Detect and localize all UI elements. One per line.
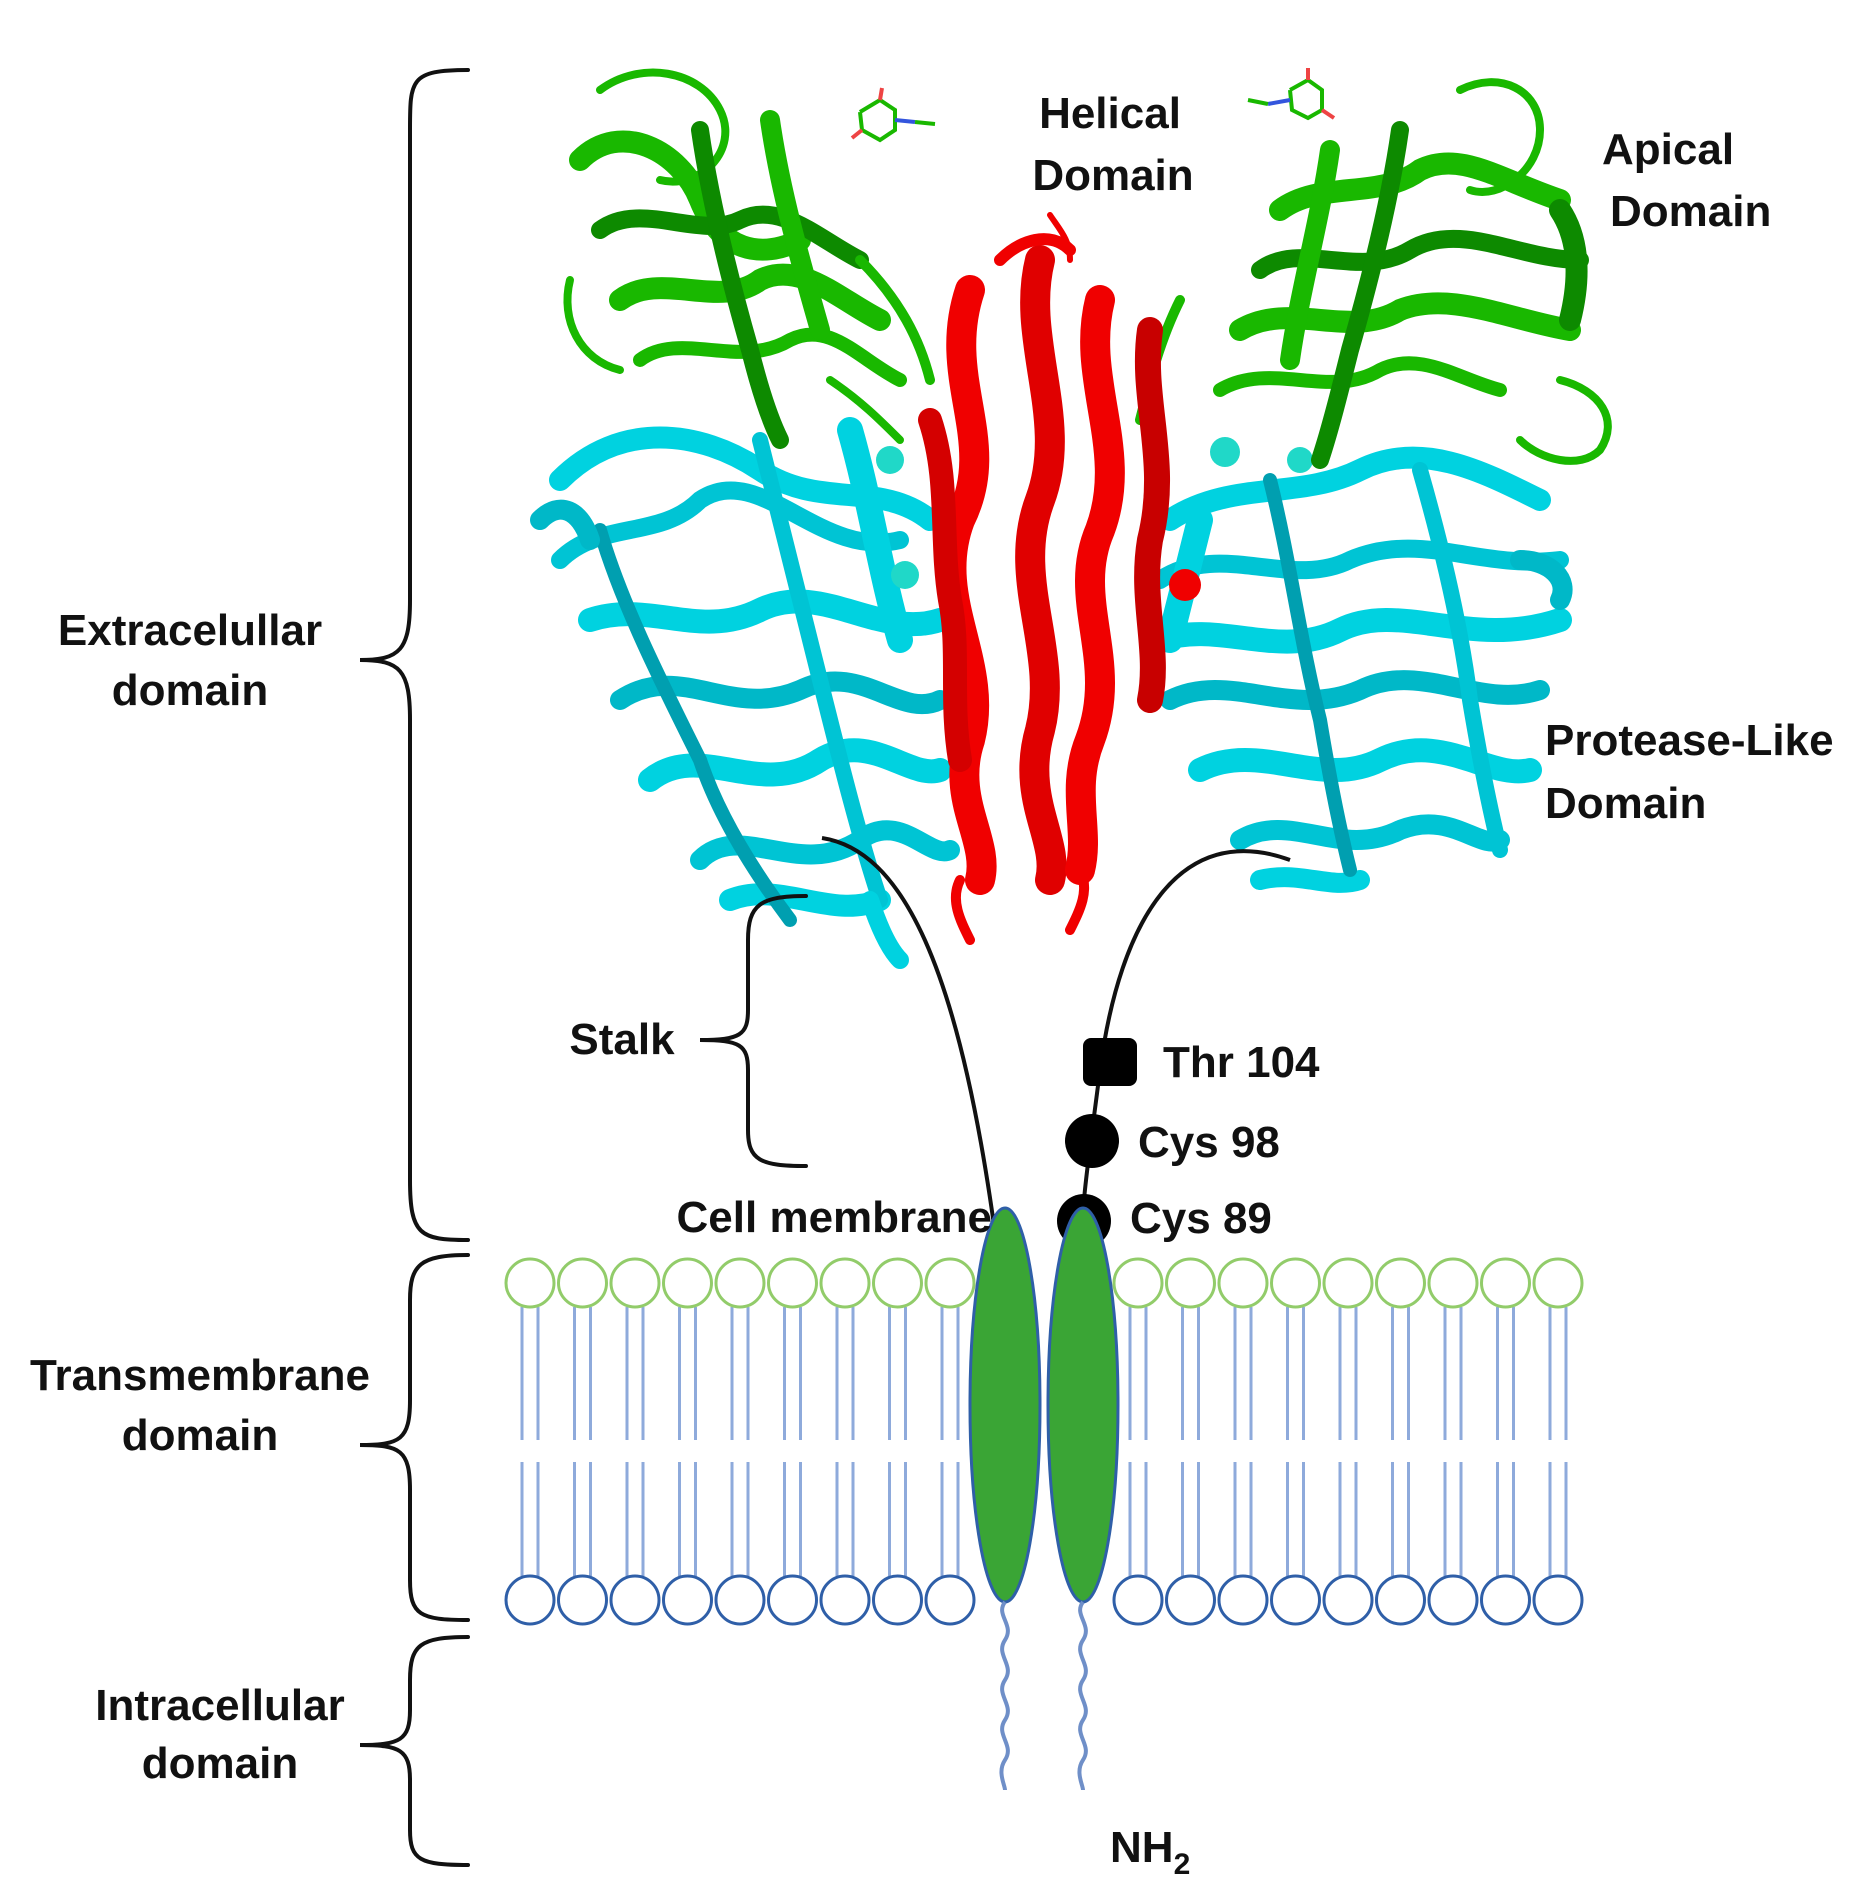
lipid-head-outer — [872, 1257, 923, 1309]
label-extracellular-line1: Extracelullar — [58, 606, 322, 655]
stalk-bracket — [699, 894, 808, 1168]
label-intracellular-line1: Intracellular — [95, 1681, 344, 1730]
intracellular-tails — [999, 1600, 1088, 1791]
label-nh2-main: NH — [1110, 1823, 1174, 1872]
ligand-right — [1247, 68, 1336, 121]
label-protease-like-line1: Protease-Like — [1545, 716, 1834, 765]
lipid-head-outer — [609, 1257, 661, 1309]
thr104-square-marker — [1083, 1038, 1137, 1086]
lipid-head-outer — [924, 1257, 976, 1309]
lipid-head-inner — [504, 1574, 556, 1626]
lipid-head-outer — [767, 1257, 818, 1309]
lipid-head-inner — [557, 1574, 608, 1626]
label-apical-line2: Domain — [1610, 187, 1771, 236]
lipid-head-inner — [1165, 1574, 1216, 1626]
cys98-circle-marker — [1065, 1114, 1119, 1168]
lipid-head-inner — [1112, 1574, 1164, 1626]
label-helical-line2: Domain — [1032, 151, 1193, 200]
label-extracellular-line2: domain — [112, 666, 268, 715]
lipid-head-outer — [1112, 1257, 1164, 1309]
transmembrane-helix-right — [1046, 1206, 1120, 1604]
lipid-head-outer — [662, 1257, 713, 1309]
stalk-chain-left — [821, 836, 1000, 1256]
transmembrane-helix-left — [968, 1206, 1042, 1604]
ligand-left — [850, 87, 936, 143]
lipid-head-outer — [714, 1257, 766, 1309]
label-nh2-subscript: 2 — [1174, 1848, 1191, 1881]
label-nh2: NH2 — [1110, 1823, 1190, 1881]
cell-membrane-bilayer — [504, 1206, 1584, 1626]
lipid-head-inner — [872, 1574, 923, 1626]
residue-markers — [1057, 1038, 1137, 1248]
protease-like-domain-left — [530, 417, 960, 969]
label-intracellular-line2: domain — [142, 1739, 298, 1788]
label-protease-like-line2: Domain — [1545, 779, 1706, 828]
domain-brackets — [359, 68, 808, 1867]
label-apical-line1: Apical — [1602, 125, 1734, 174]
label-helical-line1: Helical — [1039, 89, 1181, 138]
lipid-head-inner — [1375, 1574, 1426, 1626]
extracellular-bracket — [359, 68, 470, 1242]
label-transmembrane-line1: Transmembrane — [30, 1351, 370, 1400]
lipid-head-outer — [819, 1257, 871, 1309]
label-stalk: Stalk — [569, 1015, 675, 1064]
lipid-head-inner — [1532, 1574, 1584, 1626]
lipid-head-outer — [1322, 1257, 1374, 1309]
lipid-head-outer — [1165, 1257, 1216, 1309]
apical-domain-left — [563, 68, 935, 449]
lipid-head-outer — [504, 1257, 556, 1309]
lipid-molecules — [504, 1257, 1584, 1626]
lipid-head-inner — [1322, 1574, 1374, 1626]
intracellular-tail-left — [999, 1600, 1010, 1791]
apical-domain-right — [1135, 78, 1612, 469]
lipid-head-inner — [714, 1574, 766, 1626]
lipid-head-inner — [1270, 1574, 1321, 1626]
protease-like-domain-right — [1148, 437, 1573, 893]
label-cys98: Cys 98 — [1138, 1118, 1280, 1167]
lipid-head-inner — [819, 1574, 871, 1626]
lipid-head-inner — [662, 1574, 713, 1626]
lipid-head-outer — [1270, 1257, 1321, 1309]
helical-domain — [918, 212, 1201, 945]
lipid-head-inner — [1427, 1574, 1479, 1626]
lipid-head-inner — [767, 1574, 818, 1626]
transmembrane-bracket — [359, 1253, 470, 1622]
lipid-head-outer — [1217, 1257, 1269, 1309]
lipid-head-outer — [1427, 1257, 1479, 1309]
label-thr104: Thr 104 — [1163, 1038, 1320, 1087]
lipid-head-inner — [924, 1574, 976, 1626]
lipid-head-outer — [1532, 1257, 1584, 1309]
lipid-head-inner — [609, 1574, 661, 1626]
intracellular-bracket — [359, 1635, 470, 1867]
protein-structure — [530, 68, 1612, 969]
lipid-head-inner — [1217, 1574, 1269, 1626]
lipid-head-inner — [1480, 1574, 1531, 1626]
label-cell-membrane: Cell membrane — [677, 1193, 992, 1242]
labels: Extracelullar domain Transmembrane domai… — [30, 89, 1834, 1881]
label-transmembrane-line2: domain — [122, 1411, 278, 1460]
intracellular-tail-right — [1077, 1600, 1088, 1791]
label-cys89: Cys 89 — [1130, 1194, 1272, 1243]
lipid-head-outer — [1375, 1257, 1426, 1309]
lipid-head-outer — [557, 1257, 608, 1309]
lipid-head-outer — [1480, 1257, 1531, 1309]
